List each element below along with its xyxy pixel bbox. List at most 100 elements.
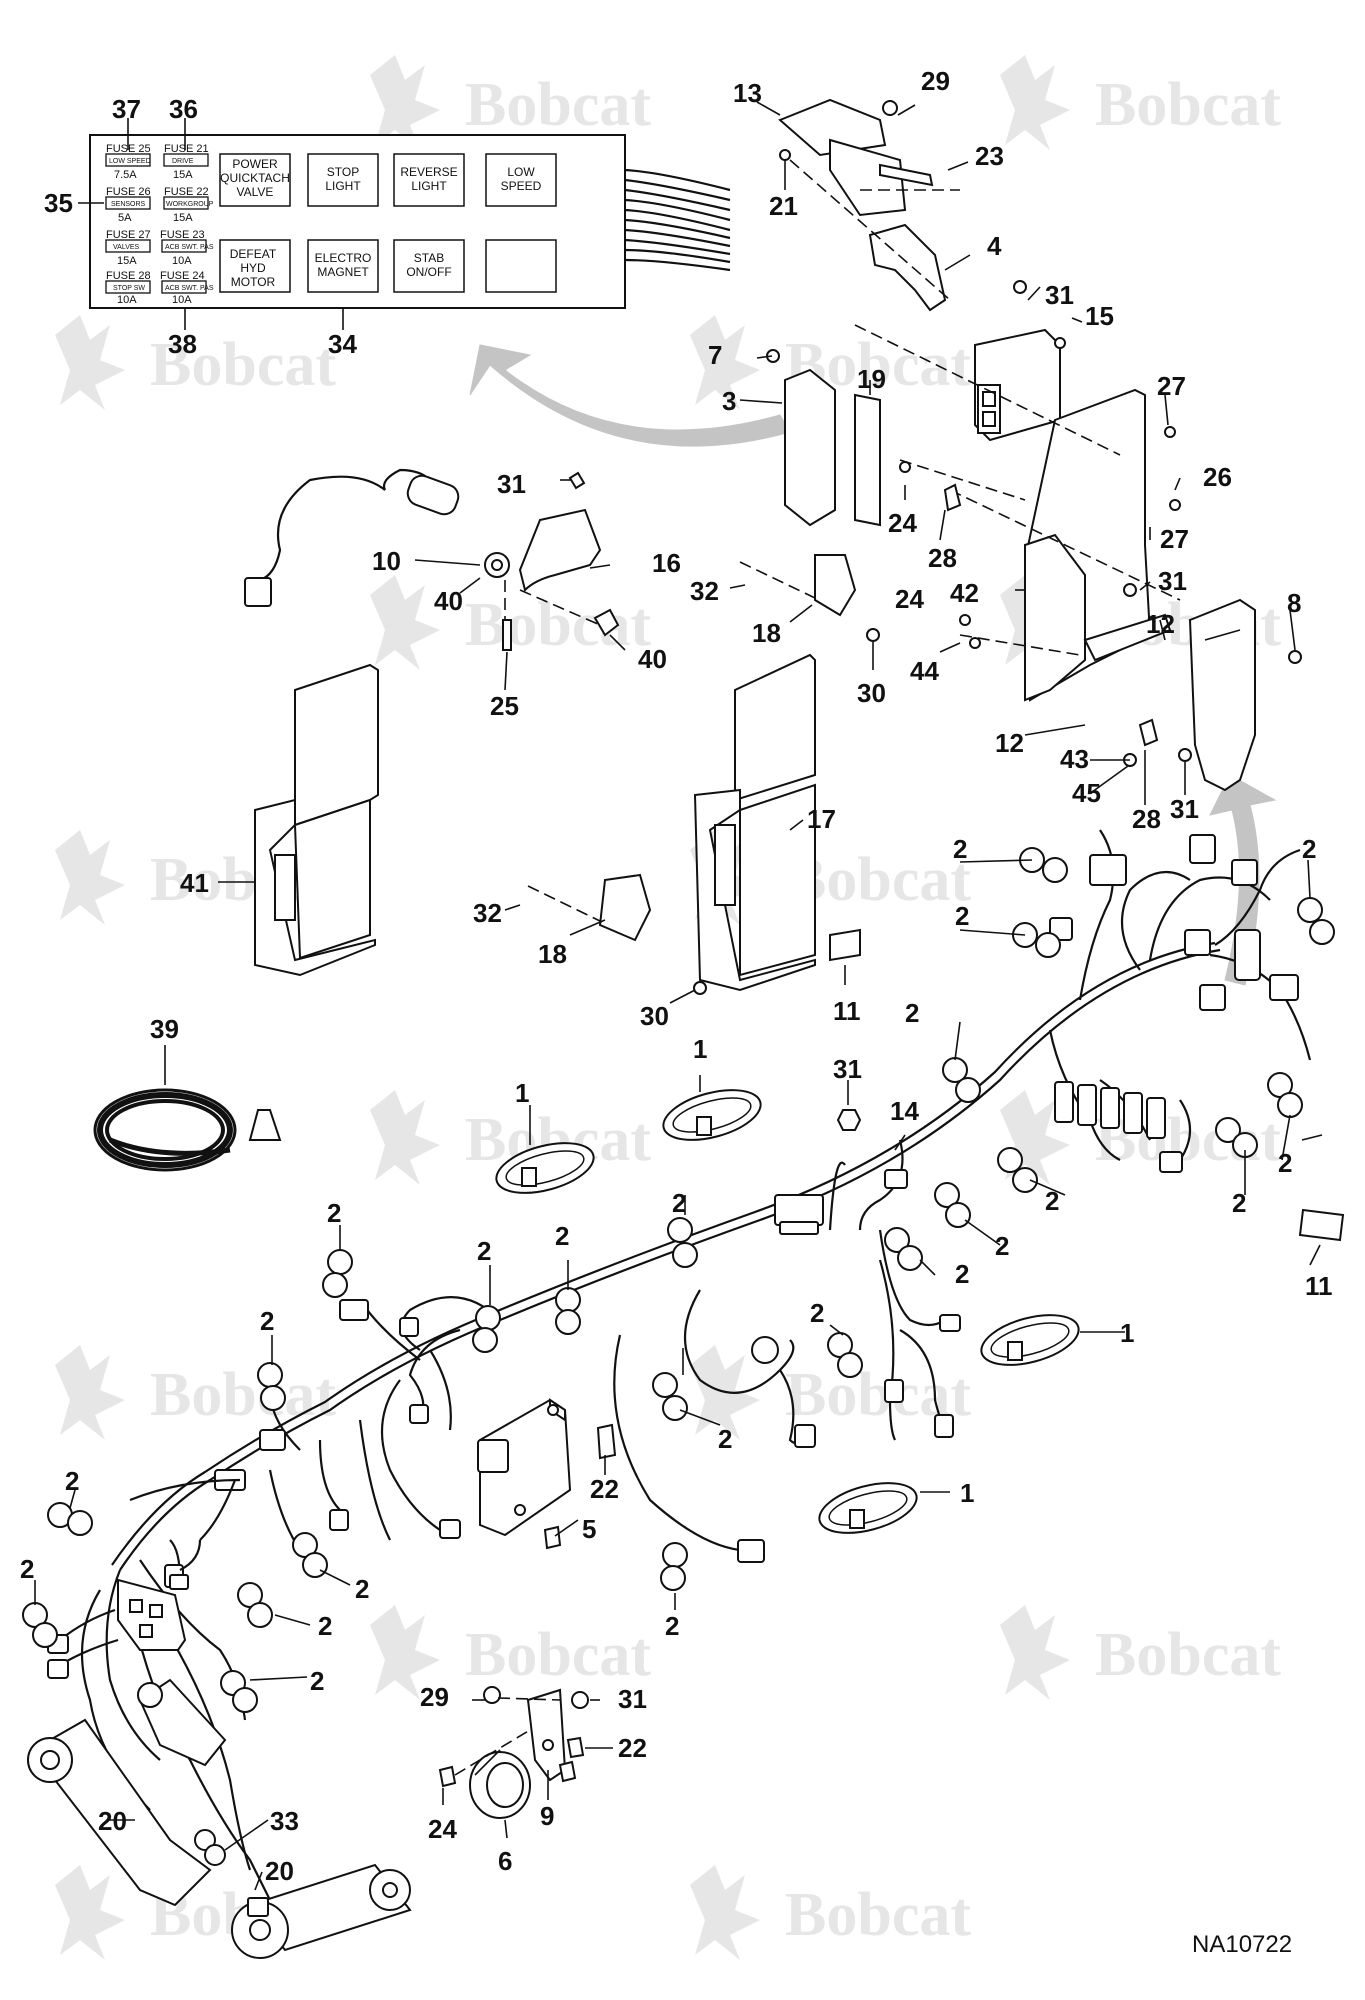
callout-2: 2 <box>718 1424 732 1454</box>
callout-2: 2 <box>665 1611 679 1641</box>
svg-text:WORKGROUP: WORKGROUP <box>166 201 214 208</box>
callout-23: 23 <box>975 141 1004 171</box>
callout-2: 2 <box>905 998 919 1028</box>
svg-text:FUSE 22: FUSE 22 <box>164 186 209 198</box>
svg-text:10A: 10A <box>172 294 192 306</box>
callout-18: 18 <box>752 618 781 648</box>
horn-6 <box>469 1749 531 1819</box>
callout-2: 2 <box>1278 1148 1292 1178</box>
svg-text:LIGHT: LIGHT <box>325 179 361 193</box>
callout-17: 17 <box>807 804 836 834</box>
callout-30: 30 <box>640 1001 669 1031</box>
switch-4 <box>868 223 971 312</box>
svg-text:7.5A: 7.5A <box>114 169 137 181</box>
fuse-23: FUSE 23 ACB SWT. PAS 10A <box>160 229 214 267</box>
svg-text:VALVES: VALVES <box>113 244 140 251</box>
watermark-text: Bobcat <box>1095 1621 1281 1689</box>
callout-1: 1 <box>693 1034 707 1064</box>
wiring-harness-14 <box>27 829 1312 1959</box>
relay-stop-light: STOP LIGHT <box>307 153 379 207</box>
svg-text:15A: 15A <box>173 212 193 224</box>
fuse-22: FUSE 22 WORKGROUP 15A <box>163 186 214 224</box>
callout-24: 24 <box>888 508 917 538</box>
svg-text:FUSE 24: FUSE 24 <box>160 270 205 282</box>
relay-electro-magnet: ELECTRO MAGNET <box>307 239 379 293</box>
cover-18-lower <box>598 873 652 942</box>
fuse-26: FUSE 26 SENSORS 5A <box>105 186 151 224</box>
callout-2: 2 <box>1232 1188 1246 1218</box>
callout-2: 2 <box>555 1221 569 1251</box>
cable-ties <box>495 1089 1080 1534</box>
bolt-25 <box>502 619 512 651</box>
mount-bracket-42 <box>1023 388 1172 702</box>
nut-31 <box>836 1109 862 1131</box>
watermark-text: Bobcat <box>465 1621 651 1689</box>
callout-41: 41 <box>180 868 209 898</box>
svg-text:FUSE 26: FUSE 26 <box>106 186 151 198</box>
hardware-top-right <box>766 280 1302 767</box>
clamp <box>827 1332 863 1378</box>
svg-text:HYD: HYD <box>240 261 266 275</box>
controller-5 <box>477 1398 572 1537</box>
cable-tie <box>818 1482 918 1534</box>
clamp <box>322 1249 353 1298</box>
callout-labels: 37 36 35 38 34 13 29 23 21 4 31 15 7 19 … <box>20 66 1333 1886</box>
callout-33: 33 <box>270 1806 299 1836</box>
svg-text:MOTOR: MOTOR <box>231 275 276 289</box>
svg-text:ON/OFF: ON/OFF <box>406 265 451 279</box>
fuse-28: FUSE 28 STOP SW 10A <box>105 270 151 306</box>
callout-31: 31 <box>833 1054 862 1084</box>
callout-40: 40 <box>638 644 667 674</box>
clamp <box>942 1057 981 1103</box>
callout-2: 2 <box>995 1231 1009 1261</box>
clamp <box>47 1502 93 1536</box>
callout-28: 28 <box>928 543 957 573</box>
relay-defeat-hyd-motor: DEFEAT HYD MOTOR <box>219 239 291 293</box>
svg-text:STOP SW: STOP SW <box>113 285 145 292</box>
callout-1: 1 <box>1120 1318 1134 1348</box>
clamp <box>934 1182 971 1228</box>
callout-27: 27 <box>1160 524 1189 554</box>
relay-stab-on-off: STAB ON/OFF <box>393 239 465 293</box>
grommets-40 <box>484 552 620 637</box>
svg-text:10A: 10A <box>117 294 137 306</box>
controller-15 <box>974 328 1061 442</box>
clamps <box>22 847 1335 1866</box>
callout-2: 2 <box>955 901 969 931</box>
callout-7: 7 <box>708 340 722 370</box>
clamp <box>1267 1072 1303 1118</box>
callout-35: 35 <box>44 188 73 218</box>
callout-2: 2 <box>318 1611 332 1641</box>
callout-22: 22 <box>590 1474 619 1504</box>
callout-36: 36 <box>169 94 198 124</box>
clamp <box>1297 897 1335 945</box>
zoom-arrow-left <box>469 344 791 447</box>
fuse-relay-panel: FUSE 25 LOW SPEED 7.5A FUSE 21 DRIVE 15A… <box>78 118 731 330</box>
callout-30: 30 <box>857 678 886 708</box>
callout-32: 32 <box>690 576 719 606</box>
decal-11-right <box>1298 1208 1345 1242</box>
callout-31: 31 <box>618 1684 647 1714</box>
svg-text:15A: 15A <box>117 255 137 267</box>
decal-11-center <box>829 928 861 962</box>
callout-2: 2 <box>1302 834 1316 864</box>
hardware-horn <box>438 1686 589 1788</box>
cable-tie <box>495 1142 595 1194</box>
relay-power-quicktach-valve: POWER QUICKTACH VALVE <box>219 153 291 207</box>
callout-40: 40 <box>434 586 463 616</box>
edge-trim-39 <box>93 1088 282 1172</box>
callout-1: 1 <box>515 1078 529 1108</box>
callout-22: 22 <box>618 1733 647 1763</box>
callout-11: 11 <box>833 996 861 1026</box>
callout-24: 24 <box>428 1814 457 1844</box>
clamp <box>555 1287 581 1335</box>
callout-20: 20 <box>265 1856 294 1886</box>
svg-text:FUSE 28: FUSE 28 <box>106 270 151 282</box>
fuse-24: FUSE 24 ACB SWT. PAS 10A <box>160 270 214 306</box>
clamp <box>1019 847 1068 883</box>
bracket-9 <box>526 1688 567 1782</box>
svg-text:QUICKTACH: QUICKTACH <box>220 171 290 185</box>
clamp <box>884 1227 923 1271</box>
svg-text:10A: 10A <box>172 255 192 267</box>
